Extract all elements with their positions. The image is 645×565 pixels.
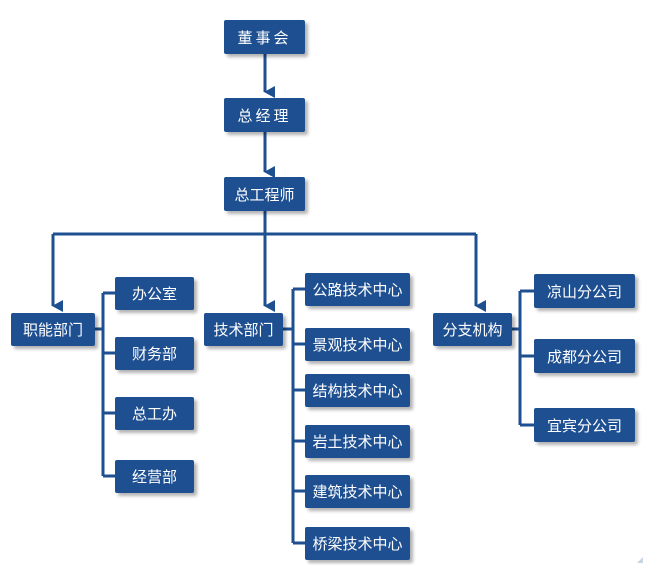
branch-item: 成都分公司 [534, 339, 635, 373]
technical-item: 公路技术中心 [305, 273, 410, 306]
general-manager-box: 总经理 [224, 98, 305, 132]
branches-box: 分支机构 [433, 313, 512, 346]
functional-item: 经营部 [115, 460, 194, 493]
technical-item: 结构技术中心 [305, 374, 410, 407]
technical-dept-box: 技术部门 [204, 313, 283, 346]
chief-engineer-box: 总工程师 [224, 177, 305, 211]
functional-item: 财务部 [115, 337, 194, 370]
functional-dept-box: 职能部门 [11, 313, 95, 346]
functional-item: 办公室 [115, 277, 194, 310]
corner-mark [637, 557, 643, 563]
technical-item: 桥梁技术中心 [305, 527, 410, 560]
branch-item: 凉山分公司 [534, 274, 635, 308]
functional-item: 总工办 [115, 397, 194, 430]
branch-item: 宜宾分公司 [534, 408, 635, 442]
technical-item: 岩土技术中心 [305, 425, 410, 458]
board-box: 董事会 [224, 20, 305, 54]
technical-item: 建筑技术中心 [305, 475, 410, 508]
technical-item: 景观技术中心 [305, 328, 410, 361]
